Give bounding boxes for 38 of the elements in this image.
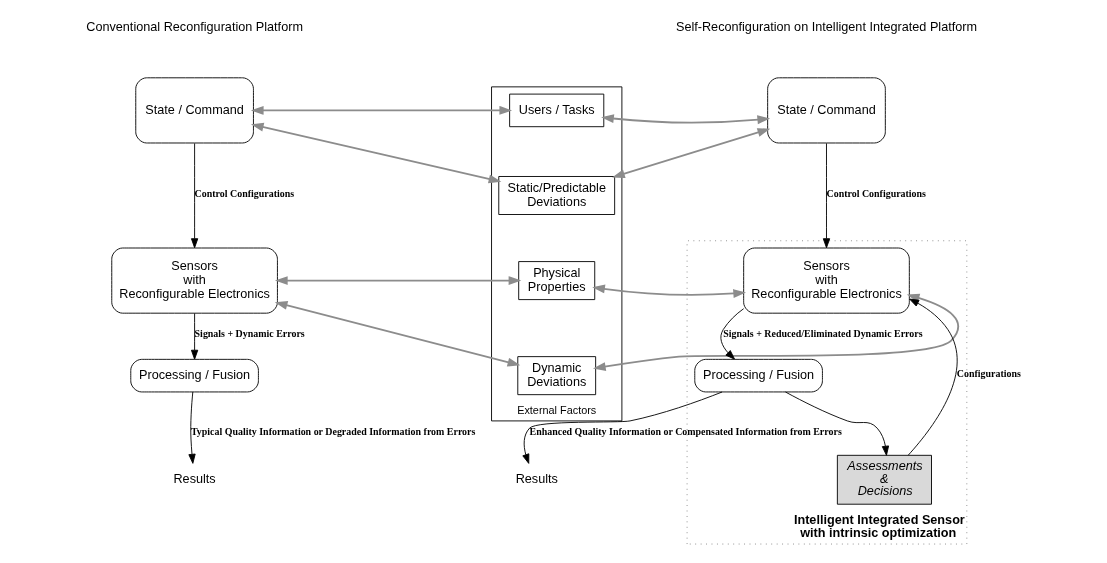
- arrow: [592, 293, 959, 371]
- edge-label: Configurations: [956, 368, 1021, 380]
- node-box: Sensors with Reconfigurable Electronics: [742, 247, 910, 314]
- edge-label: Signals + Dynamic Errors: [194, 327, 305, 339]
- label: Conventional Reconfiguration Platform: [85, 20, 303, 35]
- node-box: Physical Properties: [517, 261, 595, 301]
- arrow: [600, 114, 770, 125]
- label: Self-Reconfiguration on Intelligent Integrated Platform: [675, 20, 977, 35]
- node-box: Assessments & Decisions: [836, 454, 932, 505]
- arrow: [250, 122, 501, 184]
- arrow: [274, 301, 520, 367]
- arrow: [274, 276, 521, 286]
- node-box: Users / Tasks: [508, 93, 604, 128]
- arrow: [719, 308, 744, 360]
- node-box: State / Command: [766, 77, 886, 144]
- arrow: [521, 391, 723, 464]
- node-box: Processing / Fusion: [129, 358, 259, 393]
- arrow: [250, 105, 512, 115]
- arrow: [190, 142, 198, 249]
- edge-label: Typical Quality Information or Degraded Information from Errors: [190, 426, 475, 438]
- arrow: [907, 298, 958, 456]
- edge-label: Signals + Reduced/Eliminated Dynamic Errors: [722, 327, 923, 339]
- arrow: [187, 391, 196, 464]
- node-text: Results: [515, 472, 558, 487]
- node-box: Static/Predictable Deviations: [497, 176, 615, 215]
- node-box: Sensors with Reconfigurable Electronics: [110, 247, 278, 314]
- edge-label: Control Configurations: [826, 188, 926, 200]
- node-box: Dynamic Deviations: [516, 356, 596, 396]
- arrow: [611, 128, 770, 178]
- node-box: State / Command: [134, 77, 254, 144]
- arrow: [784, 391, 889, 456]
- edge-label: Enhanced Quality Information or Compensated Information from Errors: [529, 426, 842, 438]
- arrow: [591, 284, 746, 298]
- arrow: [190, 312, 198, 360]
- node-text: Results: [172, 472, 216, 487]
- edge-label: Control Configurations: [194, 188, 294, 200]
- arrow: [822, 142, 830, 249]
- node-box: Processing / Fusion: [693, 358, 823, 393]
